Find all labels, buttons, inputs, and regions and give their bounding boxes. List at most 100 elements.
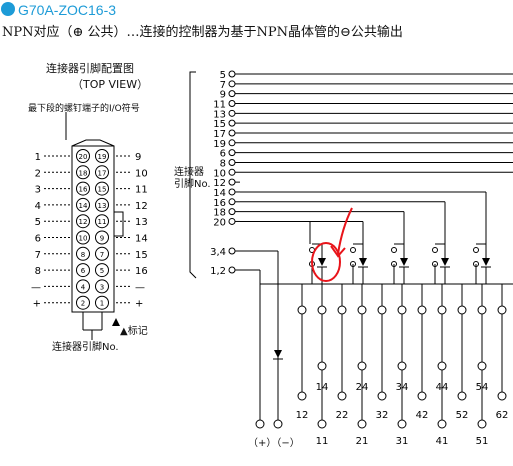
terminal-label: 41 — [436, 436, 449, 447]
terminal-screw — [397, 305, 407, 315]
stage-terminal — [350, 247, 356, 253]
schematic-pin-number: 3,4 — [210, 247, 226, 258]
schematic-pin-terminal — [228, 208, 236, 216]
schematic-pin-number: 6 — [220, 149, 226, 160]
terminal-screw — [377, 305, 387, 315]
connector-pin — [95, 165, 109, 180]
schematic-pin-terminal — [228, 168, 236, 176]
supply-minus-terminal — [273, 419, 283, 429]
io-caption: 最下段的螺钉端子的I/O符号 — [28, 104, 140, 114]
terminal-screw — [457, 391, 467, 401]
terminal-label: 42 — [416, 410, 429, 421]
schematic-pin-number: 9 — [220, 90, 226, 101]
schematic-pin-number: 17 — [213, 129, 226, 140]
schematic-pin-terminal — [228, 217, 236, 225]
left-io-label: 4 — [35, 201, 41, 212]
connector-pin-number: 12 — [79, 218, 88, 226]
right-io-label: 9 — [135, 152, 141, 163]
annotation-arrow-shaft — [337, 207, 353, 255]
left-io-label: 1 — [35, 152, 41, 163]
terminal-screw — [297, 305, 307, 315]
stage-terminal — [391, 247, 397, 253]
right-io-label: — — [135, 282, 145, 293]
connector-pin-number: 3 — [100, 283, 104, 291]
terminal-screw — [417, 391, 427, 401]
connector-pin — [95, 230, 109, 245]
terminal-screw — [317, 305, 327, 315]
schematic-pin-number: 15 — [213, 119, 226, 130]
page-title: G70A-ZOC16-3 — [18, 2, 117, 18]
terminal-label: 12 — [296, 410, 309, 421]
annotation-arrow-head — [330, 245, 346, 258]
terminal-label: 52 — [456, 410, 469, 421]
terminal-label: 22 — [336, 410, 349, 421]
supply-diode-icon — [274, 350, 282, 358]
schematic-pin-number: 20 — [213, 217, 226, 228]
left-io-label: 5 — [35, 217, 41, 228]
connector-pin-number: 7 — [100, 251, 104, 259]
page-subtitle: NPN对应（⊕ 公共）…连接的控制器为基于NPN晶体管的⊖公共输出 — [2, 25, 403, 40]
schematic-pin-terminal — [228, 90, 236, 98]
schematic-pin-number: 1,2 — [210, 266, 226, 277]
terminal-screw — [397, 361, 407, 371]
terminal-screw — [297, 391, 307, 401]
diode-icon — [441, 258, 449, 266]
terminal-screw — [457, 305, 467, 315]
connector-pin — [76, 165, 90, 180]
connector-pin — [76, 214, 90, 229]
terminal-screw — [437, 361, 447, 371]
schematic-pin-terminal — [228, 188, 236, 196]
connector-pin — [76, 263, 90, 278]
title-bullet-icon — [1, 2, 15, 16]
left-io-label: + — [33, 299, 41, 310]
terminal-screw — [477, 361, 487, 371]
schematic-pin-number: 16 — [213, 198, 226, 209]
diode-icon — [400, 258, 408, 266]
stage-terminal — [432, 247, 438, 253]
connector-pin-number: 5 — [100, 267, 104, 275]
connector-pin-number: 11 — [98, 218, 107, 226]
connector-pin — [95, 295, 109, 310]
terminal-screw — [317, 361, 327, 371]
diode-icon — [359, 258, 367, 266]
terminal-screw — [357, 305, 367, 315]
connector-pin — [76, 295, 90, 310]
right-io-label: 12 — [135, 201, 148, 212]
connector-pin-number: 18 — [79, 169, 88, 177]
connector-pin-number: 10 — [79, 235, 88, 243]
pin-layout-drawing — [65, 112, 124, 340]
connector-pin — [95, 181, 109, 196]
connector-pin-number: 2 — [81, 300, 85, 308]
connector-pin-number: 1 — [100, 300, 104, 308]
connector-pin-number: 19 — [98, 153, 107, 161]
connector-pin-number: 17 — [98, 169, 107, 177]
terminal-screw — [317, 419, 327, 429]
schematic-pin-number: 14 — [213, 188, 226, 199]
terminal-label: 21 — [356, 436, 369, 447]
connector-pin-number: 14 — [79, 202, 88, 210]
annotation-circle — [311, 242, 341, 282]
right-io-label: 15 — [135, 250, 148, 261]
left-io-label: 3 — [35, 185, 41, 196]
terminal-label: 62 — [496, 410, 509, 421]
terminal-screw — [477, 305, 487, 315]
right-io-label: + — [135, 299, 143, 310]
schematic-pin-terminal — [228, 149, 236, 157]
connector-pin — [95, 246, 109, 261]
terminal-screw — [477, 419, 487, 429]
terminal-screw — [497, 305, 507, 315]
right-io-label: 16 — [135, 266, 148, 277]
left-io-label: — — [31, 282, 41, 293]
diode-icon — [482, 258, 490, 266]
connector-pin — [95, 214, 109, 229]
stage-terminal — [473, 247, 479, 253]
terminal-label: 44 — [436, 382, 449, 393]
red-annotation — [311, 207, 353, 282]
schematic-pin-terminal — [228, 158, 236, 166]
key-notch — [114, 211, 124, 237]
connector-pin-number: 8 — [81, 251, 85, 259]
marker-triangle-icon — [112, 318, 120, 326]
pin-layout-title: 连接器引脚配置图 — [46, 62, 134, 75]
